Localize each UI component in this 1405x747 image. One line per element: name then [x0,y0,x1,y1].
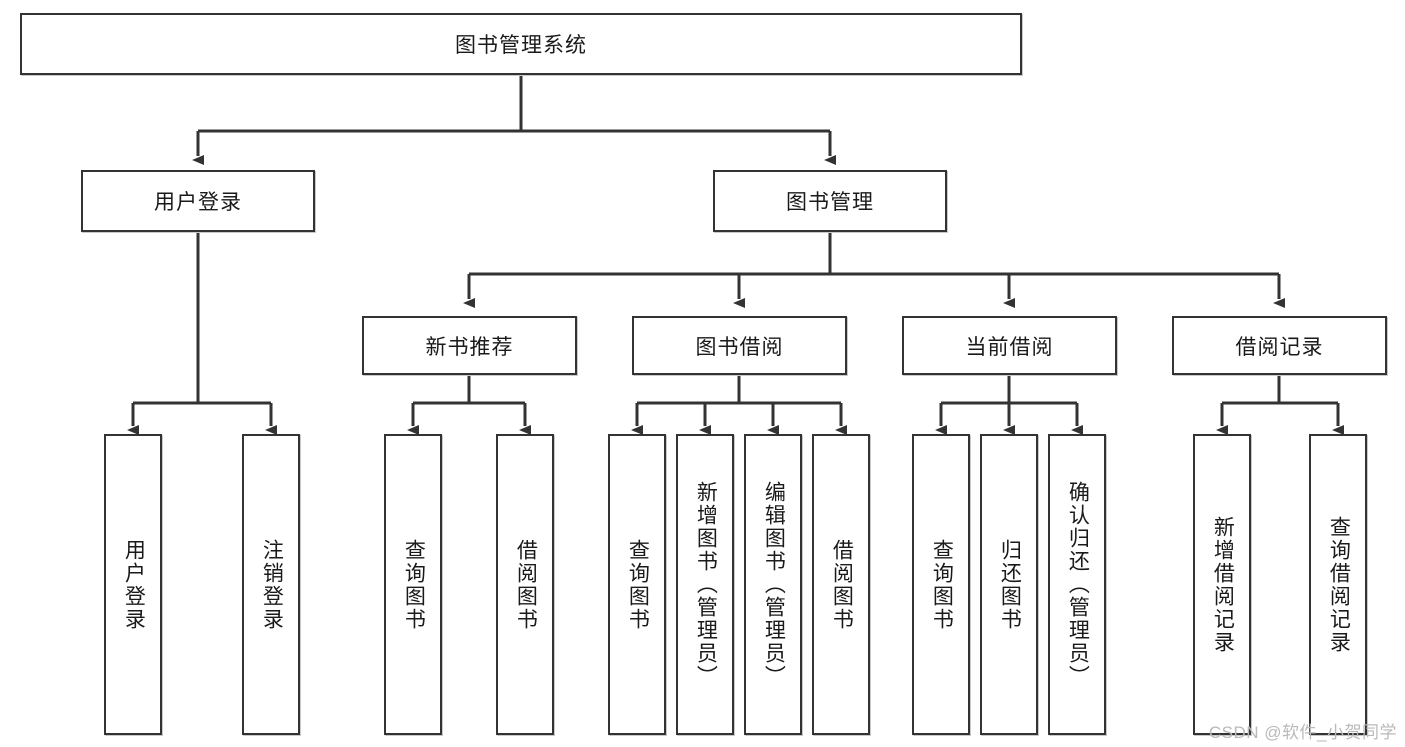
leaf-current-confirm-return[interactable]: 确认归还（管理员） [1048,434,1106,735]
leaf-borrow-edit-book-label: 编辑图书（管理员） [762,481,786,688]
leaf-record-query[interactable]: 查询借阅记录 [1309,434,1367,735]
node-root-label: 图书管理系统 [455,34,587,57]
leaf-user-logout-label: 注销登录 [260,538,284,631]
leaf-record-add-label: 新增借阅记录 [1211,515,1235,654]
leaf-record-query-label: 查询借阅记录 [1327,515,1351,654]
leaf-current-confirm-return-label: 确认归还（管理员） [1066,481,1090,688]
node-borrow-record[interactable]: 借阅记录 [1172,316,1387,375]
node-book-borrow[interactable]: 图书借阅 [632,316,847,375]
leaf-borrow-borrow-book-label: 借阅图书 [830,538,854,631]
leaf-current-return-book-label: 归还图书 [998,538,1022,631]
leaf-borrow-edit-book[interactable]: 编辑图书（管理员） [744,434,802,735]
leaf-newbook-borrow-label: 借阅图书 [514,538,538,631]
leaf-borrow-add-book-label: 新增图书（管理员） [694,481,718,688]
node-current-borrow[interactable]: 当前借阅 [902,316,1117,375]
leaf-newbook-query[interactable]: 查询图书 [384,434,442,735]
leaf-borrow-query-book-label: 查询图书 [626,538,650,631]
leaf-current-query-book[interactable]: 查询图书 [912,434,970,735]
node-book-management-label: 图书管理 [786,191,874,214]
leaf-newbook-query-label: 查询图书 [402,538,426,631]
leaf-borrow-borrow-book[interactable]: 借阅图书 [812,434,870,735]
leaf-user-login[interactable]: 用户登录 [104,434,162,735]
node-current-borrow-label: 当前借阅 [965,335,1054,359]
node-borrow-record-label: 借阅记录 [1235,335,1324,359]
node-user-login-label: 用户登录 [154,191,242,214]
leaf-current-query-book-label: 查询图书 [930,538,954,631]
leaf-borrow-query-book[interactable]: 查询图书 [608,434,666,735]
node-root[interactable]: 图书管理系统 [20,13,1022,75]
node-book-management[interactable]: 图书管理 [713,170,947,232]
leaf-current-return-book[interactable]: 归还图书 [980,434,1038,735]
watermark-text: CSDN @软件_小贺同学 [1208,723,1397,742]
node-new-book-recommend-label: 新书推荐 [425,335,514,359]
node-user-login[interactable]: 用户登录 [81,170,315,232]
node-book-borrow-label: 图书借阅 [695,335,784,359]
leaf-user-logout[interactable]: 注销登录 [242,434,300,735]
leaf-user-login-label: 用户登录 [122,538,146,631]
leaf-borrow-add-book[interactable]: 新增图书（管理员） [676,434,734,735]
leaf-record-add[interactable]: 新增借阅记录 [1193,434,1251,735]
node-new-book-recommend[interactable]: 新书推荐 [362,316,577,375]
leaf-newbook-borrow[interactable]: 借阅图书 [496,434,554,735]
